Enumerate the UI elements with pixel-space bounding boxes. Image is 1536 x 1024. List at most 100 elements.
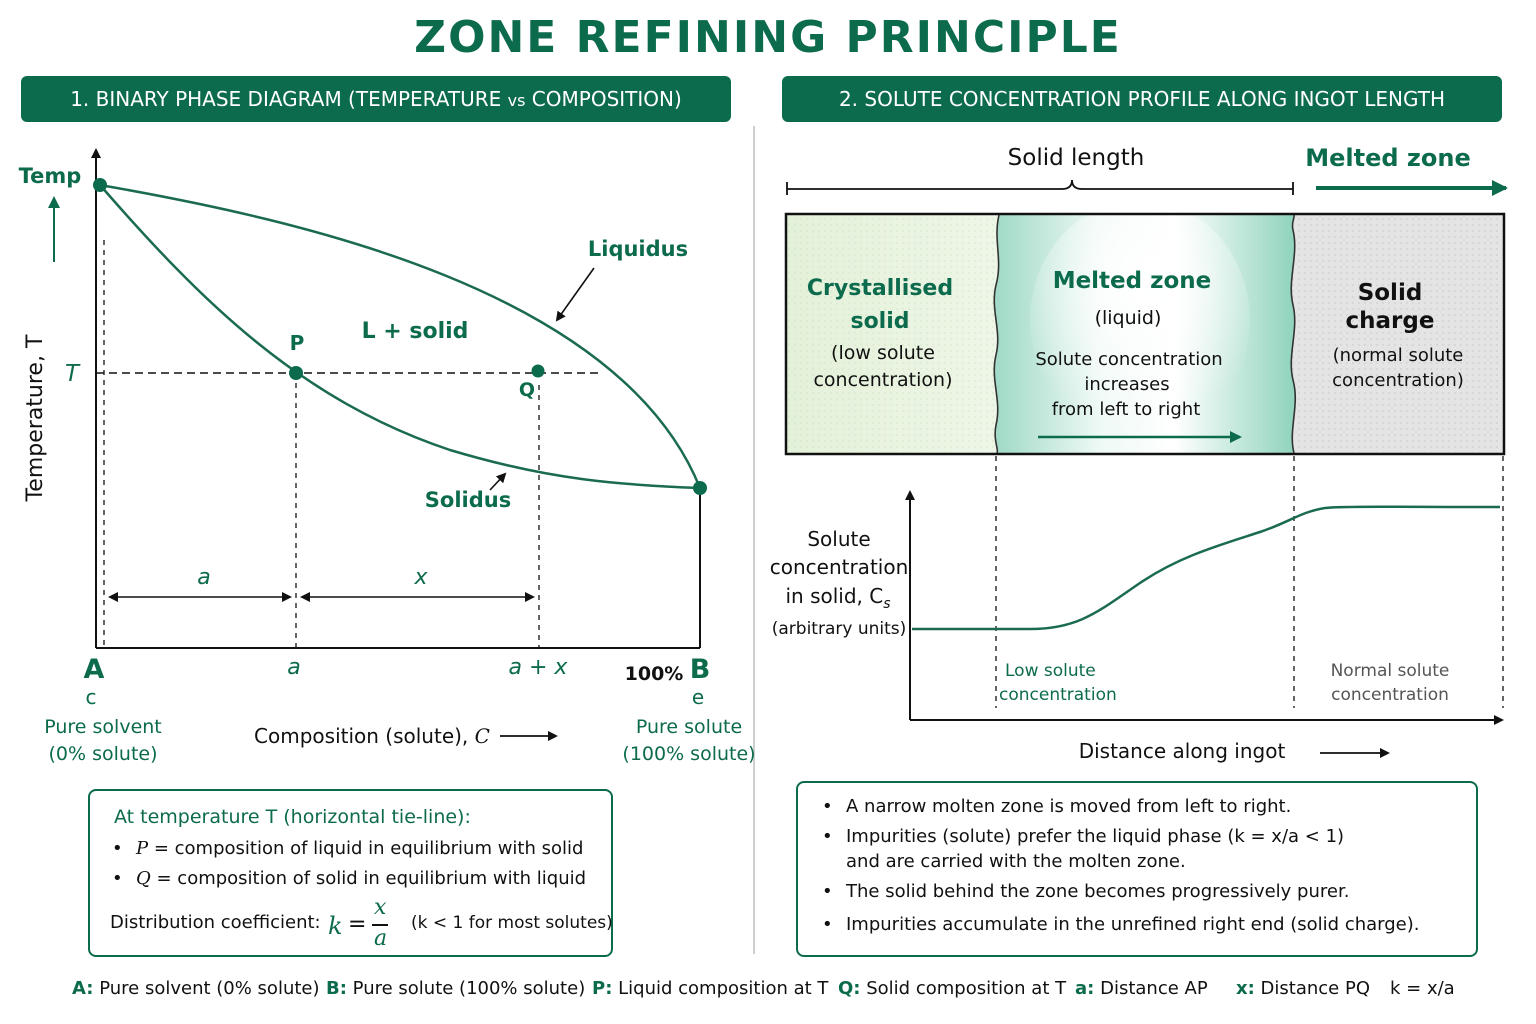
tick-a-label: a bbox=[287, 655, 300, 680]
profile-y-label-1: Solute bbox=[807, 527, 870, 551]
k-numerator: x bbox=[374, 895, 387, 920]
t-level-label: T bbox=[65, 361, 81, 387]
legend-key-b: B: bbox=[326, 978, 347, 999]
legend-text-q: Solid composition at T bbox=[866, 978, 1067, 999]
zone2-text-line2: increases bbox=[1084, 374, 1169, 395]
low-conc-line2: concentration bbox=[999, 685, 1117, 705]
left-interface bbox=[993, 214, 1000, 454]
ingot-frame bbox=[784, 212, 1506, 456]
pure-solvent-line2: (0% solute) bbox=[49, 743, 158, 765]
tie-line-info-box: At temperature T (horizontal tie-line): … bbox=[88, 789, 613, 957]
legend-key-x-distance: x: bbox=[1236, 978, 1255, 999]
low-conc-line1: Low solute bbox=[1005, 661, 1096, 681]
legend-key-a-distance: a: bbox=[1075, 978, 1095, 999]
normal-conc-line1: Normal solute bbox=[1331, 661, 1450, 681]
point-q bbox=[531, 364, 545, 378]
x-axis-label: Composition (solute), C bbox=[254, 724, 490, 748]
region-label: L + solid bbox=[362, 319, 469, 344]
legend-key-p: P: bbox=[592, 978, 613, 999]
end-a-sub: c bbox=[86, 685, 97, 709]
zone3-title-line2: charge bbox=[1346, 308, 1435, 334]
zone1-title-line2: solid bbox=[850, 309, 909, 334]
info-q-line: Q = composition of solid in equilibrium … bbox=[112, 868, 587, 889]
melted-zone-header: Melted zone bbox=[1305, 144, 1471, 172]
left-banner-end: COMPOSITION) bbox=[525, 87, 682, 111]
note-4: Impurities accumulate in the unrefined r… bbox=[822, 914, 1419, 935]
legend-text-a-distance: Distance AP bbox=[1100, 978, 1208, 999]
zone1-sub-line2: concentration) bbox=[813, 369, 952, 391]
left-panel-banner: 1. BINARY PHASE DIAGRAM (TEMPERATURE vs … bbox=[21, 76, 731, 122]
info-p-line: P = composition of liquid in equilibrium… bbox=[112, 838, 583, 859]
legend-bar: A: Pure solvent (0% solute) B: Pure solu… bbox=[0, 978, 1536, 1008]
profile-y-label-3-text: in solid, C bbox=[785, 584, 883, 608]
point-p bbox=[289, 366, 303, 380]
liquidus-pointer bbox=[555, 267, 595, 322]
pure-solute-line2: (100% solute) bbox=[622, 743, 755, 765]
dimension-x-label: x bbox=[413, 565, 428, 590]
info-p-var: P bbox=[136, 838, 149, 859]
point-p-label: P bbox=[290, 331, 305, 355]
end-a-label: A bbox=[84, 654, 105, 685]
temp-label: Temp bbox=[19, 164, 82, 188]
zone-crystallised-dots bbox=[787, 215, 999, 453]
profile-y-label-4: (arbitrary units) bbox=[772, 619, 907, 639]
legend-text-x-distance: Distance PQ bbox=[1260, 978, 1370, 999]
liquidus-label: Liquidus bbox=[588, 237, 688, 261]
page-title: ZONE REFINING PRINCIPLE bbox=[414, 12, 1122, 63]
zone2-title: Melted zone bbox=[1053, 268, 1212, 294]
right-interface bbox=[1290, 214, 1297, 454]
legend-item-b: B: Pure solute (100% solute) bbox=[326, 978, 585, 999]
legend-text-b: Pure solute (100% solute) bbox=[352, 978, 586, 999]
legend-item-q: Q: Solid composition at T bbox=[838, 978, 1066, 999]
legend-text-p: Liquid composition at T bbox=[618, 978, 829, 999]
profile-x-label: Distance along ingot bbox=[1079, 739, 1286, 763]
zone2-text-line3: from left to right bbox=[1052, 399, 1201, 420]
solid-length-brace bbox=[786, 179, 1294, 195]
zone1-title-line1: Crystallised bbox=[807, 276, 953, 301]
note-1: A narrow molten zone is moved from left … bbox=[822, 796, 1291, 817]
zone-melted-glow bbox=[1030, 200, 1250, 440]
y-axis-label: Temperature, T bbox=[23, 334, 48, 502]
legend-text-a: Pure solvent (0% solute) bbox=[99, 978, 320, 999]
info-q-var: Q bbox=[136, 868, 151, 889]
tick-ax-label: a + x bbox=[509, 655, 569, 680]
zone2-sub: (liquid) bbox=[1095, 307, 1162, 329]
dimension-a-label: a bbox=[197, 565, 210, 590]
info-q-text: = composition of solid in equilibrium wi… bbox=[150, 868, 587, 889]
solid-length-label: Solid length bbox=[1008, 145, 1145, 171]
k-note: (k < 1 for most solutes) bbox=[411, 913, 613, 933]
legend-key-q: Q: bbox=[838, 978, 861, 999]
k-var: k bbox=[328, 912, 343, 940]
zone-solid-charge-dots bbox=[1291, 215, 1504, 453]
legend-item-x-distance: x: Distance PQ bbox=[1236, 978, 1370, 999]
hundred-percent-label: 100% bbox=[625, 663, 684, 685]
end-b-label: B bbox=[690, 654, 711, 685]
x-axis-var: C bbox=[475, 724, 490, 748]
right-panel-banner: 2. SOLUTE CONCENTRATION PROFILE ALONG IN… bbox=[782, 76, 1502, 122]
note-2: Impurities (solute) prefer the liquid ph… bbox=[822, 826, 1344, 847]
process-notes-box: A narrow molten zone is moved from left … bbox=[796, 781, 1478, 957]
left-banner-vs: vs bbox=[507, 91, 526, 110]
concentration-curve bbox=[912, 505, 1501, 631]
note-2-continued: and are carried with the molten zone. bbox=[846, 851, 1186, 872]
panel-divider bbox=[753, 126, 755, 954]
point-q-label: Q bbox=[519, 379, 535, 401]
legend-item-k: k = x/a bbox=[1390, 978, 1455, 999]
zone3-sub-line1: (normal solute bbox=[1333, 345, 1464, 366]
zone1-sub-line1: (low solute bbox=[831, 342, 935, 364]
legend-item-p: P: Liquid composition at T bbox=[592, 978, 828, 999]
note-3: The solid behind the zone becomes progre… bbox=[822, 881, 1349, 902]
point-b bbox=[693, 481, 707, 495]
k-denominator: a bbox=[374, 926, 388, 951]
pure-solvent-line1: Pure solvent bbox=[44, 716, 162, 738]
k-equals: = bbox=[348, 912, 367, 937]
solidus-pointer bbox=[489, 472, 507, 491]
k-fraction-bar bbox=[372, 924, 388, 926]
legend-item-a-distance: a: Distance AP bbox=[1075, 978, 1208, 999]
solidus-curve bbox=[99, 184, 701, 490]
zone3-title-line1: Solid bbox=[1358, 280, 1423, 306]
legend-item-a: A: Pure solvent (0% solute) bbox=[72, 978, 320, 999]
normal-conc-line2: concentration bbox=[1331, 685, 1449, 705]
info-heading: At temperature T (horizontal tie-line): bbox=[114, 806, 471, 828]
